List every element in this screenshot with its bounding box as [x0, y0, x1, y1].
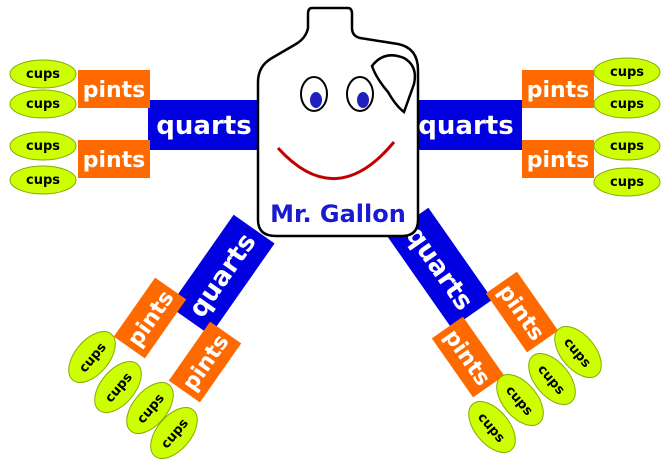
- cup-label: cups: [26, 173, 60, 188]
- pint-label: pints: [527, 148, 590, 173]
- cup-label: cups: [26, 67, 60, 82]
- left-pupil: [310, 92, 322, 108]
- quart-label: quarts: [156, 111, 251, 141]
- right-eye: [347, 77, 373, 111]
- quart-branch-bottom-left: quarts pints pints cups cups cups cups: [60, 215, 275, 459]
- quart-label: quarts: [418, 111, 513, 141]
- pint-label: pints: [83, 78, 146, 103]
- left-eye: [301, 77, 327, 111]
- cup-label: cups: [610, 175, 644, 190]
- pint-label: pints: [83, 148, 146, 173]
- cup-label: cups: [26, 97, 60, 112]
- jug-name-label: Mr. Gallon: [270, 200, 406, 228]
- quart-branch-top-right: quarts pints pints cups cups cups cups: [410, 58, 660, 196]
- right-pupil: [357, 92, 369, 108]
- pint-label: pints: [527, 78, 590, 103]
- cup-label: cups: [610, 97, 644, 112]
- quart-branch-bottom-right: quarts pints pints cups cups cups cups: [387, 208, 610, 459]
- cup-label: cups: [610, 65, 644, 80]
- quart-branch-top-left: quarts pints pints cups cups cups cups: [10, 60, 260, 194]
- gallon-jug: Mr. Gallon: [258, 8, 418, 236]
- cup-label: cups: [610, 139, 644, 154]
- cup-label: cups: [26, 139, 60, 154]
